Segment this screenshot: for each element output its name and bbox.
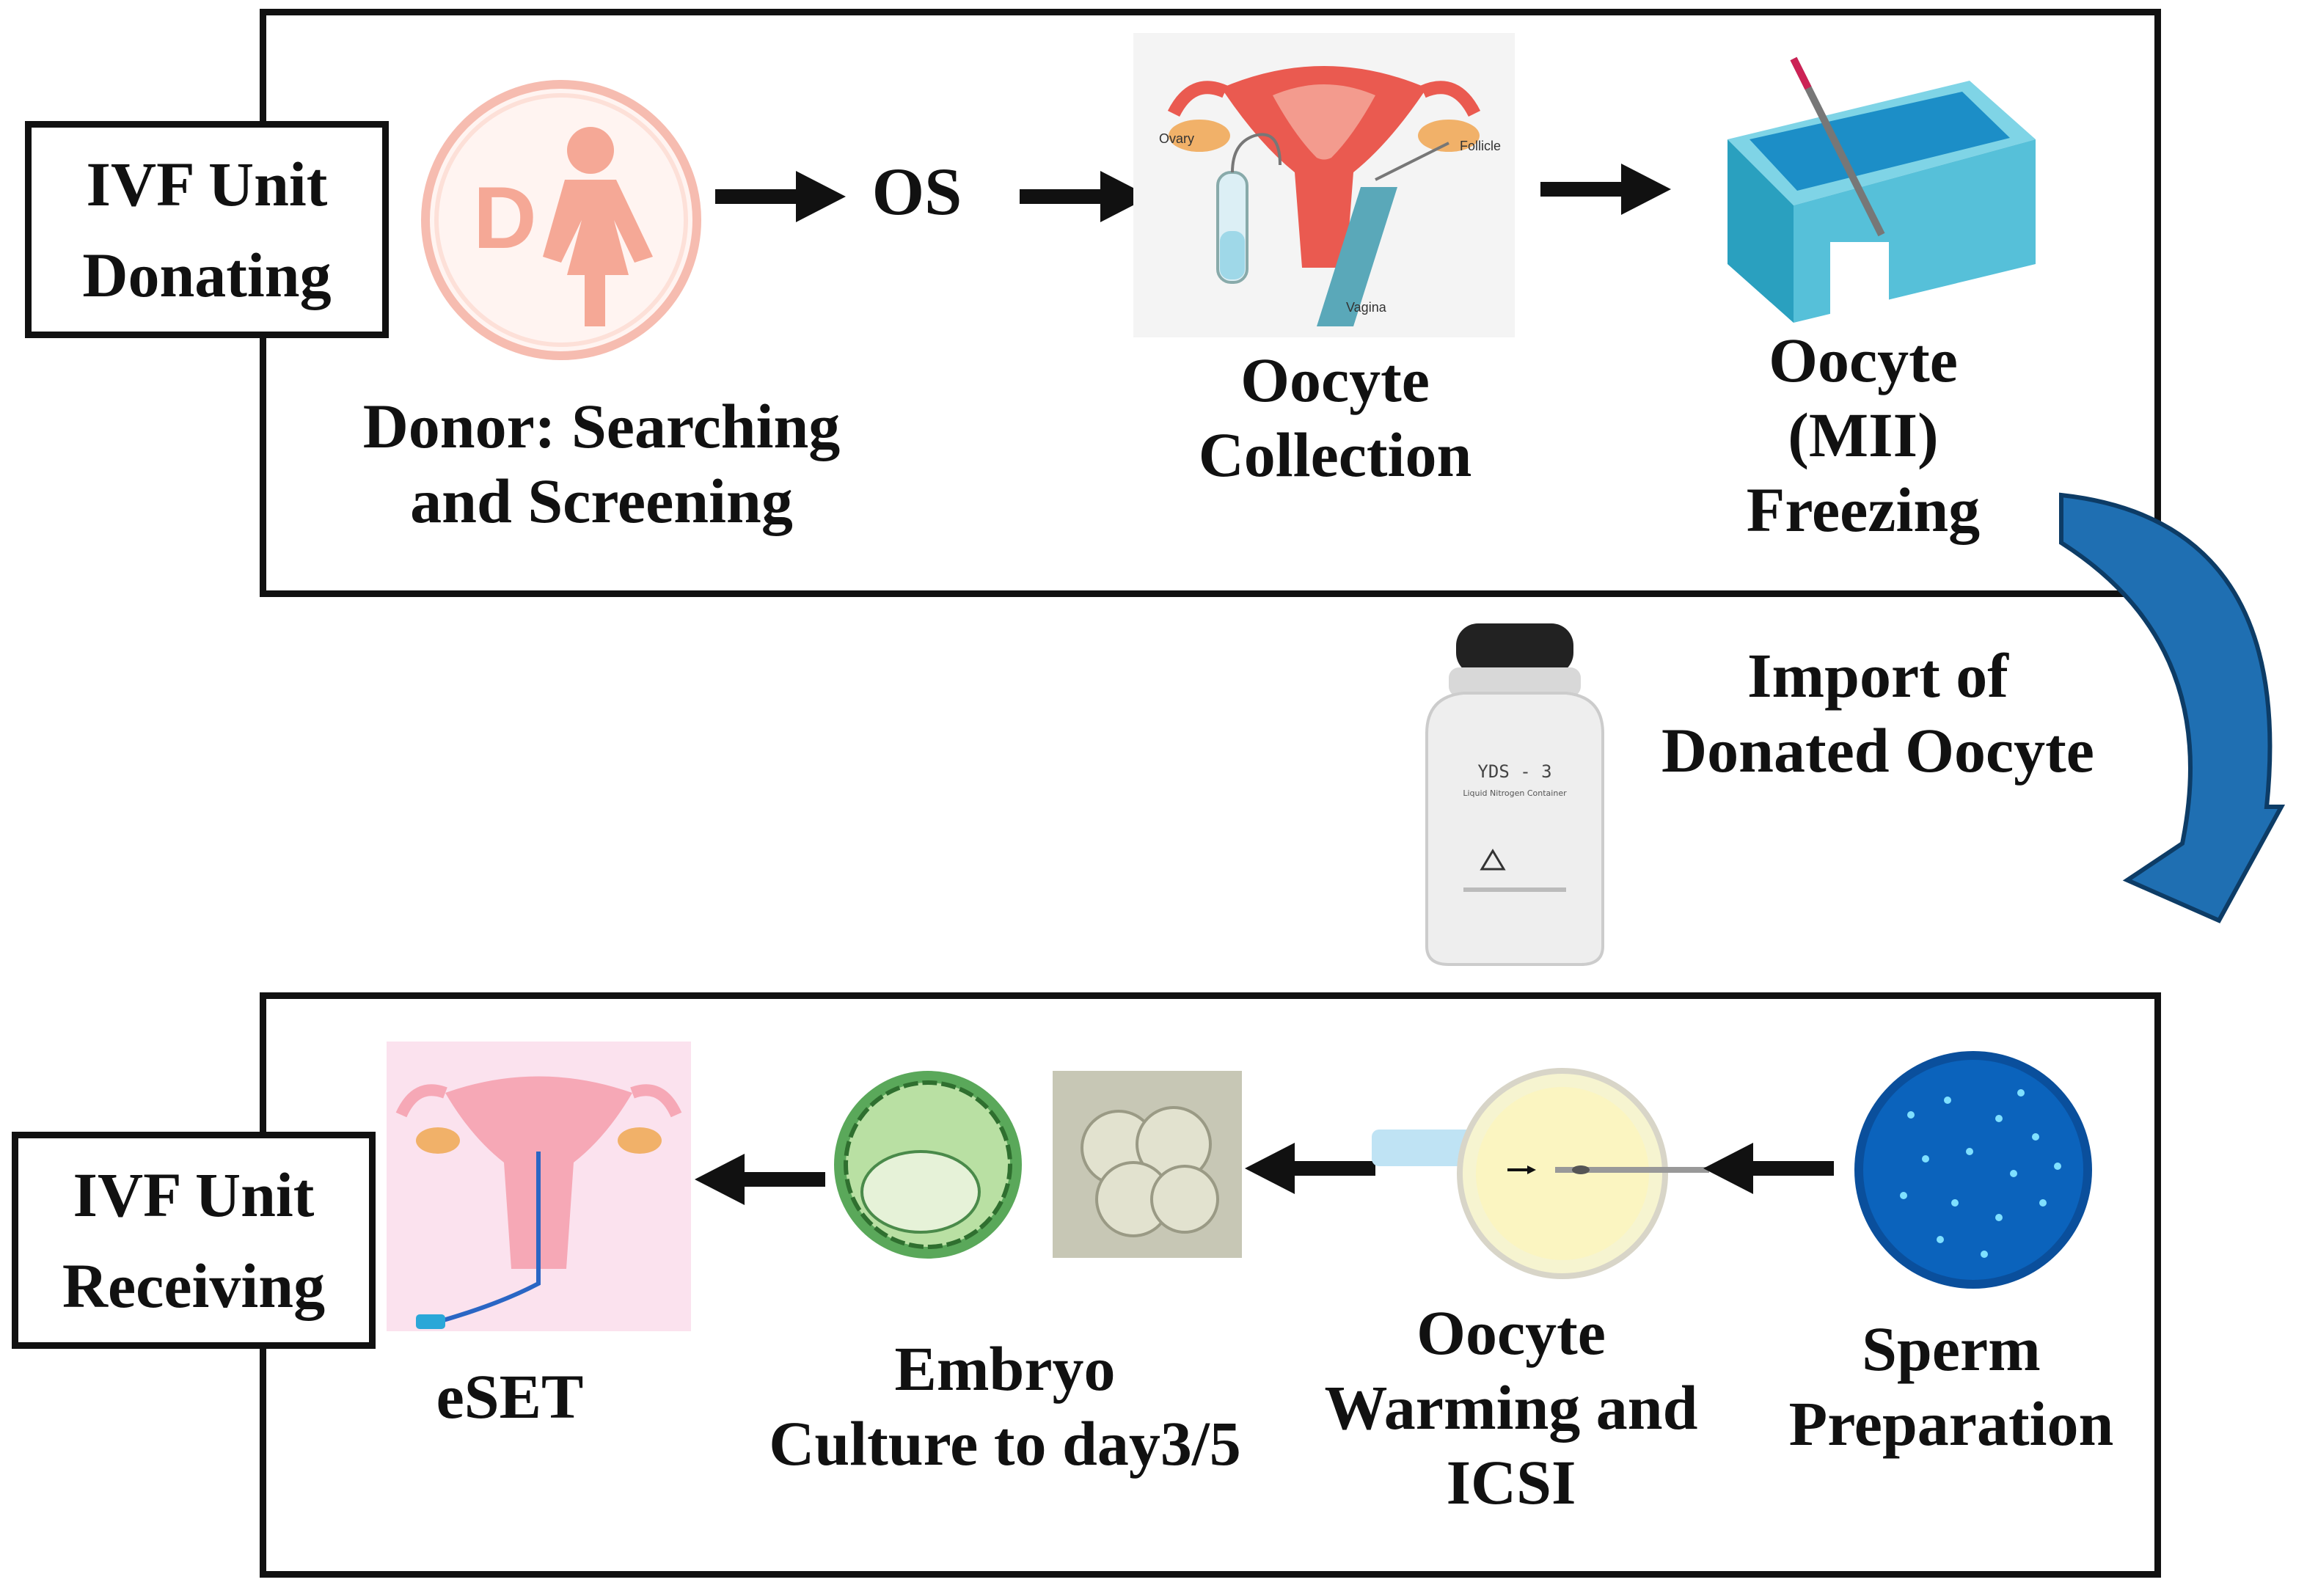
eset-label: eSET xyxy=(367,1359,653,1434)
transfer-line-1: Import of xyxy=(1747,640,2008,711)
oocyte-collection-line-2: Collection xyxy=(1198,420,1472,490)
arrow-collection-to-freezing xyxy=(1540,164,1671,215)
embryo-transfer-illustration xyxy=(387,1042,691,1331)
arrow-donor-to-os xyxy=(715,171,846,222)
donating-unit-label: IVF Unit Donating xyxy=(25,121,389,338)
oocyte-collection-line-1: Oocyte xyxy=(1240,345,1430,415)
transfer-curved-arrow xyxy=(2059,492,2286,923)
donor-label: Donor: Searching and Screening xyxy=(315,389,888,538)
receiving-unit-line-1: IVF Unit xyxy=(73,1160,315,1230)
receiving-unit-line-2: Receiving xyxy=(62,1251,326,1321)
icsi-line-1: Oocyte xyxy=(1416,1297,1606,1368)
liquid-nitrogen-dewar-illustration: YDS - 3 Liquid Nitrogen Container xyxy=(1425,623,1604,966)
os-label-text: OS xyxy=(871,154,962,229)
embryo-culture-label: Embryo Culture to day3/5 xyxy=(741,1331,1269,1481)
arrow-icsi-to-embryo xyxy=(1245,1143,1375,1194)
ovum-pickup-illustration: Ovary Follicle Vagina xyxy=(1133,33,1515,337)
follicle-annotation: Follicle xyxy=(1460,139,1501,153)
sperm-sample-illustration xyxy=(1854,1051,2092,1289)
icsi-line-2: Warming and xyxy=(1324,1372,1698,1443)
icsi-line-3: ICSI xyxy=(1446,1447,1576,1518)
oocyte-freezing-line-3: Freezing xyxy=(1746,475,1981,545)
oocyte-freezing-label: Oocyte (MII) Freezing xyxy=(1672,323,2054,547)
oocyte-freezing-line-1: Oocyte xyxy=(1769,325,1958,395)
receiving-unit-label: IVF Unit Receiving xyxy=(12,1132,376,1349)
sperm-preparation-label: Sperm Preparation xyxy=(1746,1311,2157,1461)
arrow-embryo-to-eset xyxy=(695,1154,825,1205)
female-donor-icon: D xyxy=(421,80,701,360)
dewar-sublabel: Liquid Nitrogen Container xyxy=(1463,788,1567,798)
arrow-os-to-collection xyxy=(1020,171,1150,222)
oocyte-freezing-line-2: (MII) xyxy=(1788,400,1939,470)
donating-unit-line-1: IVF Unit xyxy=(86,149,328,219)
transfer-line-2: Donated Oocyte xyxy=(1661,715,2094,786)
icsi-label: Oocyte Warming and ICSI xyxy=(1291,1295,1731,1520)
donating-unit-line-2: Donating xyxy=(82,240,332,310)
svg-text:D: D xyxy=(473,169,537,267)
transfer-label: Import of Donated Oocyte xyxy=(1614,638,2142,788)
icsi-illustration xyxy=(1372,1068,1709,1279)
embryo-illustration xyxy=(834,1071,1242,1259)
donor-label-line-1: Donor: Searching xyxy=(362,391,841,461)
ovary-annotation: Ovary xyxy=(1159,131,1194,146)
embryo-culture-line-1: Embryo xyxy=(894,1333,1116,1404)
eset-label-text: eSET xyxy=(436,1361,584,1432)
donor-label-line-2: and Screening xyxy=(410,466,793,536)
os-label: OS xyxy=(844,154,990,229)
oocyte-collection-label: Oocyte Collection xyxy=(1144,343,1526,492)
vitrification-bath-illustration xyxy=(1727,56,2036,323)
embryo-culture-line-2: Culture to day3/5 xyxy=(769,1408,1241,1479)
sperm-preparation-line-2: Preparation xyxy=(1788,1388,2114,1459)
arrow-sperm-to-icsi xyxy=(1703,1143,1834,1194)
vagina-annotation: Vagina xyxy=(1346,300,1387,315)
dewar-label: YDS - 3 xyxy=(1477,761,1551,782)
sperm-preparation-line-1: Sperm xyxy=(1862,1314,2041,1384)
